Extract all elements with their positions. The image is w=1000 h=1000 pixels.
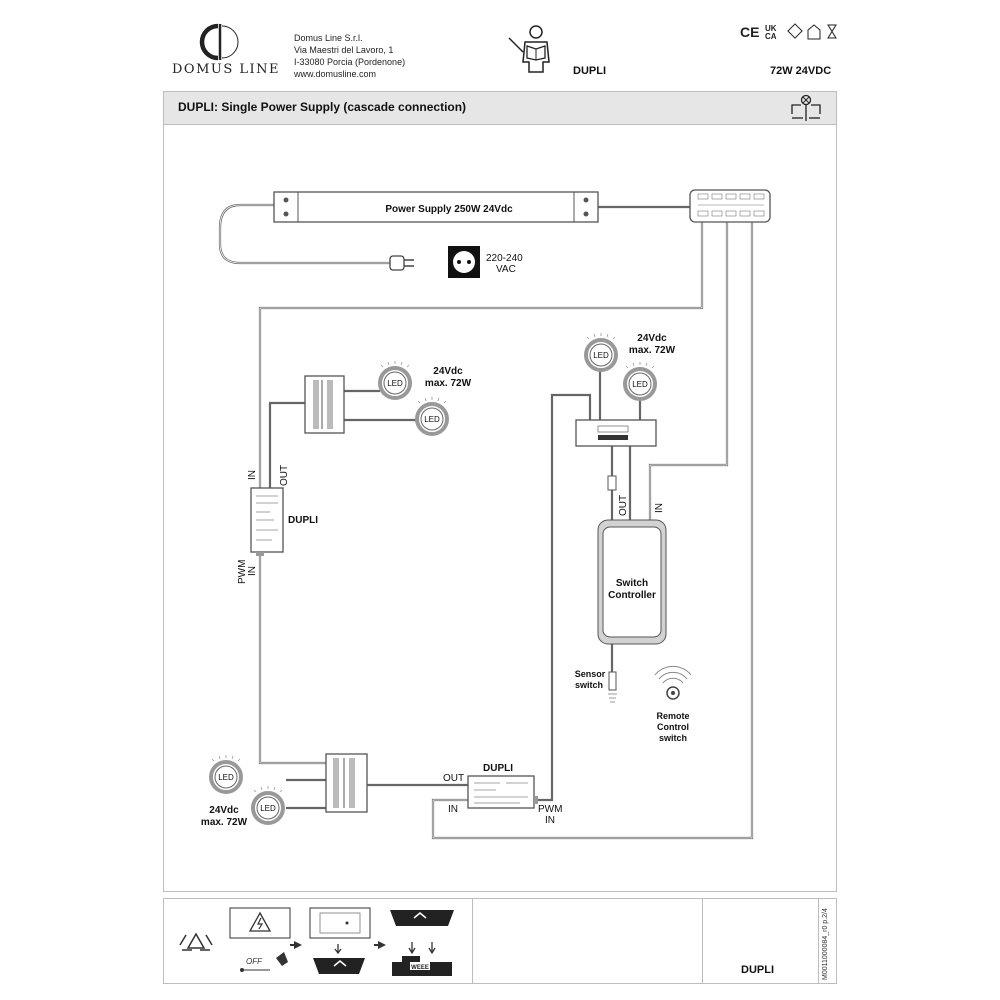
junction-box-icon bbox=[689, 189, 771, 223]
company-line: I-33080 Porcia (Pordenone) bbox=[294, 57, 406, 67]
in-label: IN bbox=[247, 566, 258, 576]
power-supply-icon bbox=[273, 191, 599, 223]
weee-label: WEEE bbox=[411, 965, 429, 971]
company-line: www.domusline.com bbox=[294, 69, 377, 79]
sensor-switch-icon bbox=[608, 671, 617, 703]
product-name: DUPLI bbox=[573, 65, 606, 77]
footer-divider bbox=[818, 898, 819, 984]
remote-label-line3: switch bbox=[659, 733, 687, 743]
device-box-icon bbox=[309, 907, 371, 939]
group-label-line2: max. 72W bbox=[201, 817, 248, 828]
certification-marks: CE UK CA bbox=[740, 23, 837, 41]
led-label: LED bbox=[260, 804, 276, 813]
mains-voltage-line2: VAC bbox=[496, 264, 516, 275]
company-line: Domus Line S.r.l. bbox=[294, 33, 363, 43]
footer-product-name: DUPLI bbox=[741, 964, 774, 976]
title-bar bbox=[163, 91, 837, 125]
pwm-label: PWM bbox=[538, 804, 562, 815]
house-mark-icon bbox=[807, 24, 821, 40]
mains-voltage-line1: 220-240 bbox=[486, 253, 523, 264]
led-label: LED bbox=[218, 773, 234, 782]
logo-mark-icon bbox=[199, 23, 239, 61]
sensor-label-line2: switch bbox=[575, 680, 603, 690]
in-label: IN bbox=[448, 804, 458, 815]
reader-manual-icon bbox=[508, 25, 550, 73]
bin-icon bbox=[313, 910, 454, 974]
group-label-line1: 24Vdc bbox=[637, 333, 667, 344]
in-label: IN bbox=[247, 470, 258, 480]
remote-label-line1: Remote bbox=[656, 711, 689, 721]
group-label-line1: 24Vdc bbox=[433, 366, 463, 377]
diamond-mark-icon bbox=[787, 23, 803, 39]
group-label-line1: 24Vdc bbox=[209, 805, 239, 816]
socket-icon bbox=[448, 246, 480, 278]
footer bbox=[163, 898, 837, 984]
connector-block-icon bbox=[325, 753, 368, 813]
in-label: IN bbox=[654, 503, 665, 513]
controller-label-line1: Switch bbox=[616, 578, 648, 589]
group-label-line2: max. 72W bbox=[629, 345, 676, 356]
warning-sign-icon bbox=[229, 907, 291, 939]
plug-icon bbox=[389, 255, 414, 271]
company-line: Via Maestri del Lavoro, 1 bbox=[294, 45, 394, 55]
lamp-wiring-icon bbox=[791, 94, 821, 121]
led-label: LED bbox=[424, 415, 440, 424]
remote-control-icon bbox=[654, 665, 692, 700]
footer-divider bbox=[702, 898, 703, 984]
weee-bin-icon bbox=[392, 942, 452, 976]
recycle-icon bbox=[179, 932, 213, 951]
distributor-icon bbox=[575, 419, 657, 447]
dupli-label: DUPLI bbox=[483, 763, 513, 774]
disposal-instructions: OFF WEEE bbox=[179, 907, 454, 976]
ce-mark-icon: CE bbox=[740, 24, 759, 40]
arrow-right-icon bbox=[290, 941, 386, 949]
product-spec: 72W 24VDC bbox=[770, 65, 832, 77]
out-label: OUT bbox=[443, 773, 464, 784]
document-code: M0011000084_r0 p.2/4 bbox=[822, 908, 829, 980]
out-label: OUT bbox=[618, 495, 629, 516]
in-label: IN bbox=[545, 815, 555, 826]
controller-label-line2: Controller bbox=[608, 590, 656, 601]
diagram-frame bbox=[163, 124, 837, 892]
diagram-title: DUPLI: Single Power Supply (cascade conn… bbox=[178, 100, 467, 114]
sensor-label-line1: Sensor bbox=[575, 669, 606, 679]
pwm-label: PWM bbox=[237, 560, 248, 584]
dupli-module-icon bbox=[250, 487, 284, 556]
group-label-line2: max. 72W bbox=[425, 378, 472, 389]
switch-controller-icon bbox=[597, 519, 667, 645]
power-supply-label: Power Supply 250W 24Vdc bbox=[385, 204, 513, 215]
company-address: Domus Line S.r.l. Via Maestri del Lavoro… bbox=[294, 32, 405, 80]
led-label: LED bbox=[593, 351, 609, 360]
out-label: OUT bbox=[279, 465, 290, 486]
brand-name: DOMUS LINE bbox=[172, 62, 281, 77]
dupli-label: DUPLI bbox=[288, 515, 318, 526]
led-label: LED bbox=[632, 380, 648, 389]
ukca-mark-icon: UK bbox=[765, 24, 777, 33]
connector-block-icon bbox=[304, 375, 345, 434]
led-label: LED bbox=[387, 379, 403, 388]
switch-off-icon bbox=[240, 952, 288, 972]
svg-text:CA: CA bbox=[765, 32, 777, 41]
hourglass-mark-icon bbox=[827, 24, 837, 39]
dupli-module-icon bbox=[467, 775, 538, 809]
off-label: OFF bbox=[246, 957, 263, 966]
wiring-diagram: Power Supply 250W 24Vdc 220-240 VAC bbox=[201, 189, 771, 840]
footer-divider bbox=[472, 898, 473, 984]
remote-label-line2: Control bbox=[657, 722, 689, 732]
